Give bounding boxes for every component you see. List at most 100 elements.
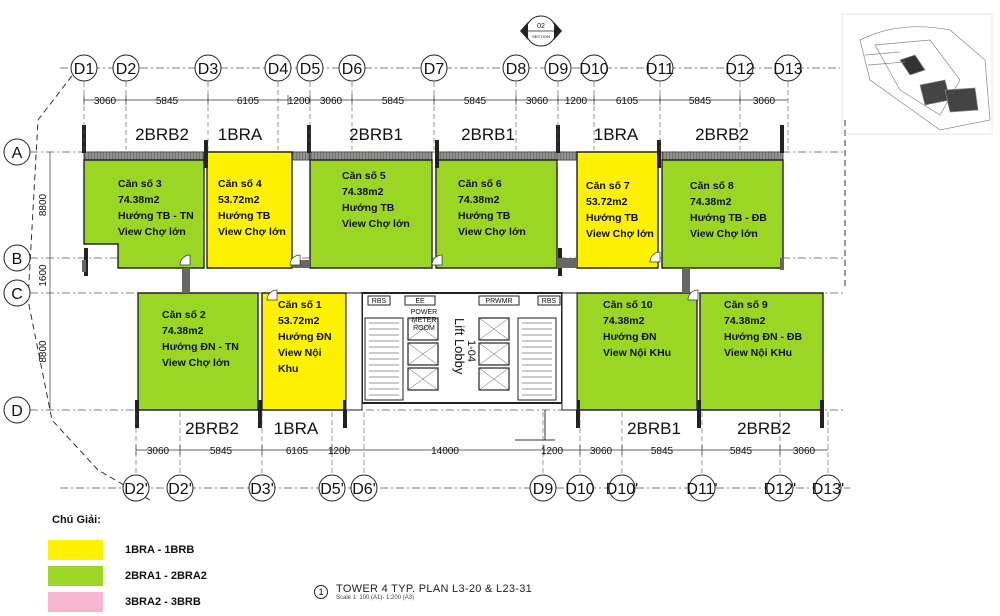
legend-title: Chú Giải: (52, 514, 101, 526)
grid-label-top: D4 (268, 61, 289, 78)
grid-label-bottom: D9 (533, 481, 554, 498)
unit-text: View Chợ lớn (118, 226, 186, 238)
core-corridor (561, 292, 578, 411)
grid-label-row: C (11, 286, 23, 303)
section-sub: SECTION (532, 34, 550, 39)
grid-label-top: D11 (646, 61, 674, 78)
unit-text: Căn số 3 (118, 178, 162, 190)
unit-text: View Chợ lớn (218, 226, 286, 238)
unit-text: Căn số 2 (162, 309, 206, 321)
unit-text: 74.38m2 (162, 325, 204, 337)
grid-label-top: D9 (548, 61, 569, 78)
caption-number: 1 (314, 585, 328, 599)
unit-text: 74.38m2 (603, 315, 645, 327)
legend-swatch (48, 592, 103, 612)
dimension-top: 3060 (526, 96, 549, 107)
unit-text: Hướng TB (218, 210, 271, 222)
grid-bubble (3, 279, 31, 307)
legend-item-2br: 2BRA1 - 2BRA2 (48, 566, 207, 586)
structural-column (82, 260, 86, 272)
wall-stub (258, 400, 262, 428)
grid-label-bottom: D5' (320, 481, 344, 498)
unit-text: Hướng ĐN - TN (162, 341, 239, 353)
dimension-top: 5845 (382, 96, 405, 107)
unit-type-top: 1BRA (594, 125, 639, 144)
unit-text: 74.38m2 (690, 196, 732, 208)
unit-floor (576, 151, 659, 269)
wall-stub (135, 400, 139, 428)
grid-bubble (3, 396, 31, 424)
unit-type-bottom: 1BRA (274, 419, 319, 438)
grid-label-bottom: D11' (686, 481, 717, 498)
grid-bubble (608, 474, 636, 502)
grid-bubble (502, 54, 530, 82)
section-marker: 02 SECTION (520, 15, 562, 47)
legend-label: 2BRA1 - 2BRA2 (125, 570, 207, 582)
service-room (537, 295, 561, 306)
grid-bubble (774, 54, 802, 82)
grid-bubble (166, 474, 194, 502)
grid-bubble (3, 244, 31, 272)
unit-text: 74.38m2 (724, 315, 766, 327)
power-room-label: POWER (411, 309, 437, 316)
grid-label-top: D12 (725, 61, 754, 78)
grid-bubble (566, 474, 594, 502)
grid-label-bottom: D12' (764, 481, 796, 498)
unit-text: Hướng TB (586, 212, 639, 224)
unit-text: 53.72m2 (278, 315, 320, 327)
grid-label-top: D1 (74, 61, 95, 78)
grid-label-bottom: D10' (606, 481, 638, 498)
unit-text: Căn số 8 (690, 180, 734, 192)
dimension-bottom: 14000 (431, 446, 459, 457)
unit-type-bottom: 2BRB2 (737, 419, 791, 438)
unit-text: Hướng ĐN (278, 331, 332, 343)
unit-type-top: 2BRB2 (135, 125, 189, 144)
dimension-top: 6105 (616, 96, 639, 107)
dimension-top: 3060 (94, 96, 117, 107)
unit-text: Căn số 10 (603, 299, 653, 311)
unit-text: 53.72m2 (586, 196, 628, 208)
unit-floor (309, 159, 433, 269)
unit-text: Căn số 9 (724, 299, 768, 311)
grid-label-bottom: D3' (250, 481, 274, 498)
unit-text: View Chợ lớn (342, 218, 410, 230)
grid-label-top: D5 (300, 61, 321, 78)
unit-text: Khu (278, 363, 298, 375)
grid-bubble (688, 474, 716, 502)
wall-stub (204, 140, 208, 168)
unit-text: Căn số 1 (278, 299, 322, 311)
grid-bubble (70, 54, 98, 82)
unit-text: 74.38m2 (342, 186, 384, 198)
grid-bubble (350, 474, 378, 502)
dimension-bottom: 6105 (286, 446, 309, 457)
wall-stub (435, 140, 439, 168)
grid-bubble (318, 474, 346, 502)
grid-bubble (194, 54, 222, 82)
unit-text: Hướng TB (458, 210, 511, 222)
caption-title: TOWER 4 TYP. PLAN L3-20 & L23-31 (336, 583, 533, 595)
service-room-label: RBS (542, 298, 557, 305)
grid-bubble (122, 474, 150, 502)
unit-text: View Nội KHu (603, 347, 671, 359)
grid-bubble (112, 54, 140, 82)
wall-stub (820, 400, 824, 428)
unit-type-top: 2BRB1 (349, 125, 403, 144)
unit-text: View Chợ lớn (458, 226, 526, 238)
dimension-bottom: 5845 (210, 446, 233, 457)
key-plan (841, 13, 993, 135)
wall-stub (576, 400, 580, 428)
grid-bubble (814, 474, 842, 502)
caption-scale: Scale 1: 100 (A1)- 1:200 (A3) (336, 595, 415, 601)
lift-x (407, 342, 439, 366)
grid-bubble (248, 474, 276, 502)
service-room-label: EE (415, 298, 425, 305)
